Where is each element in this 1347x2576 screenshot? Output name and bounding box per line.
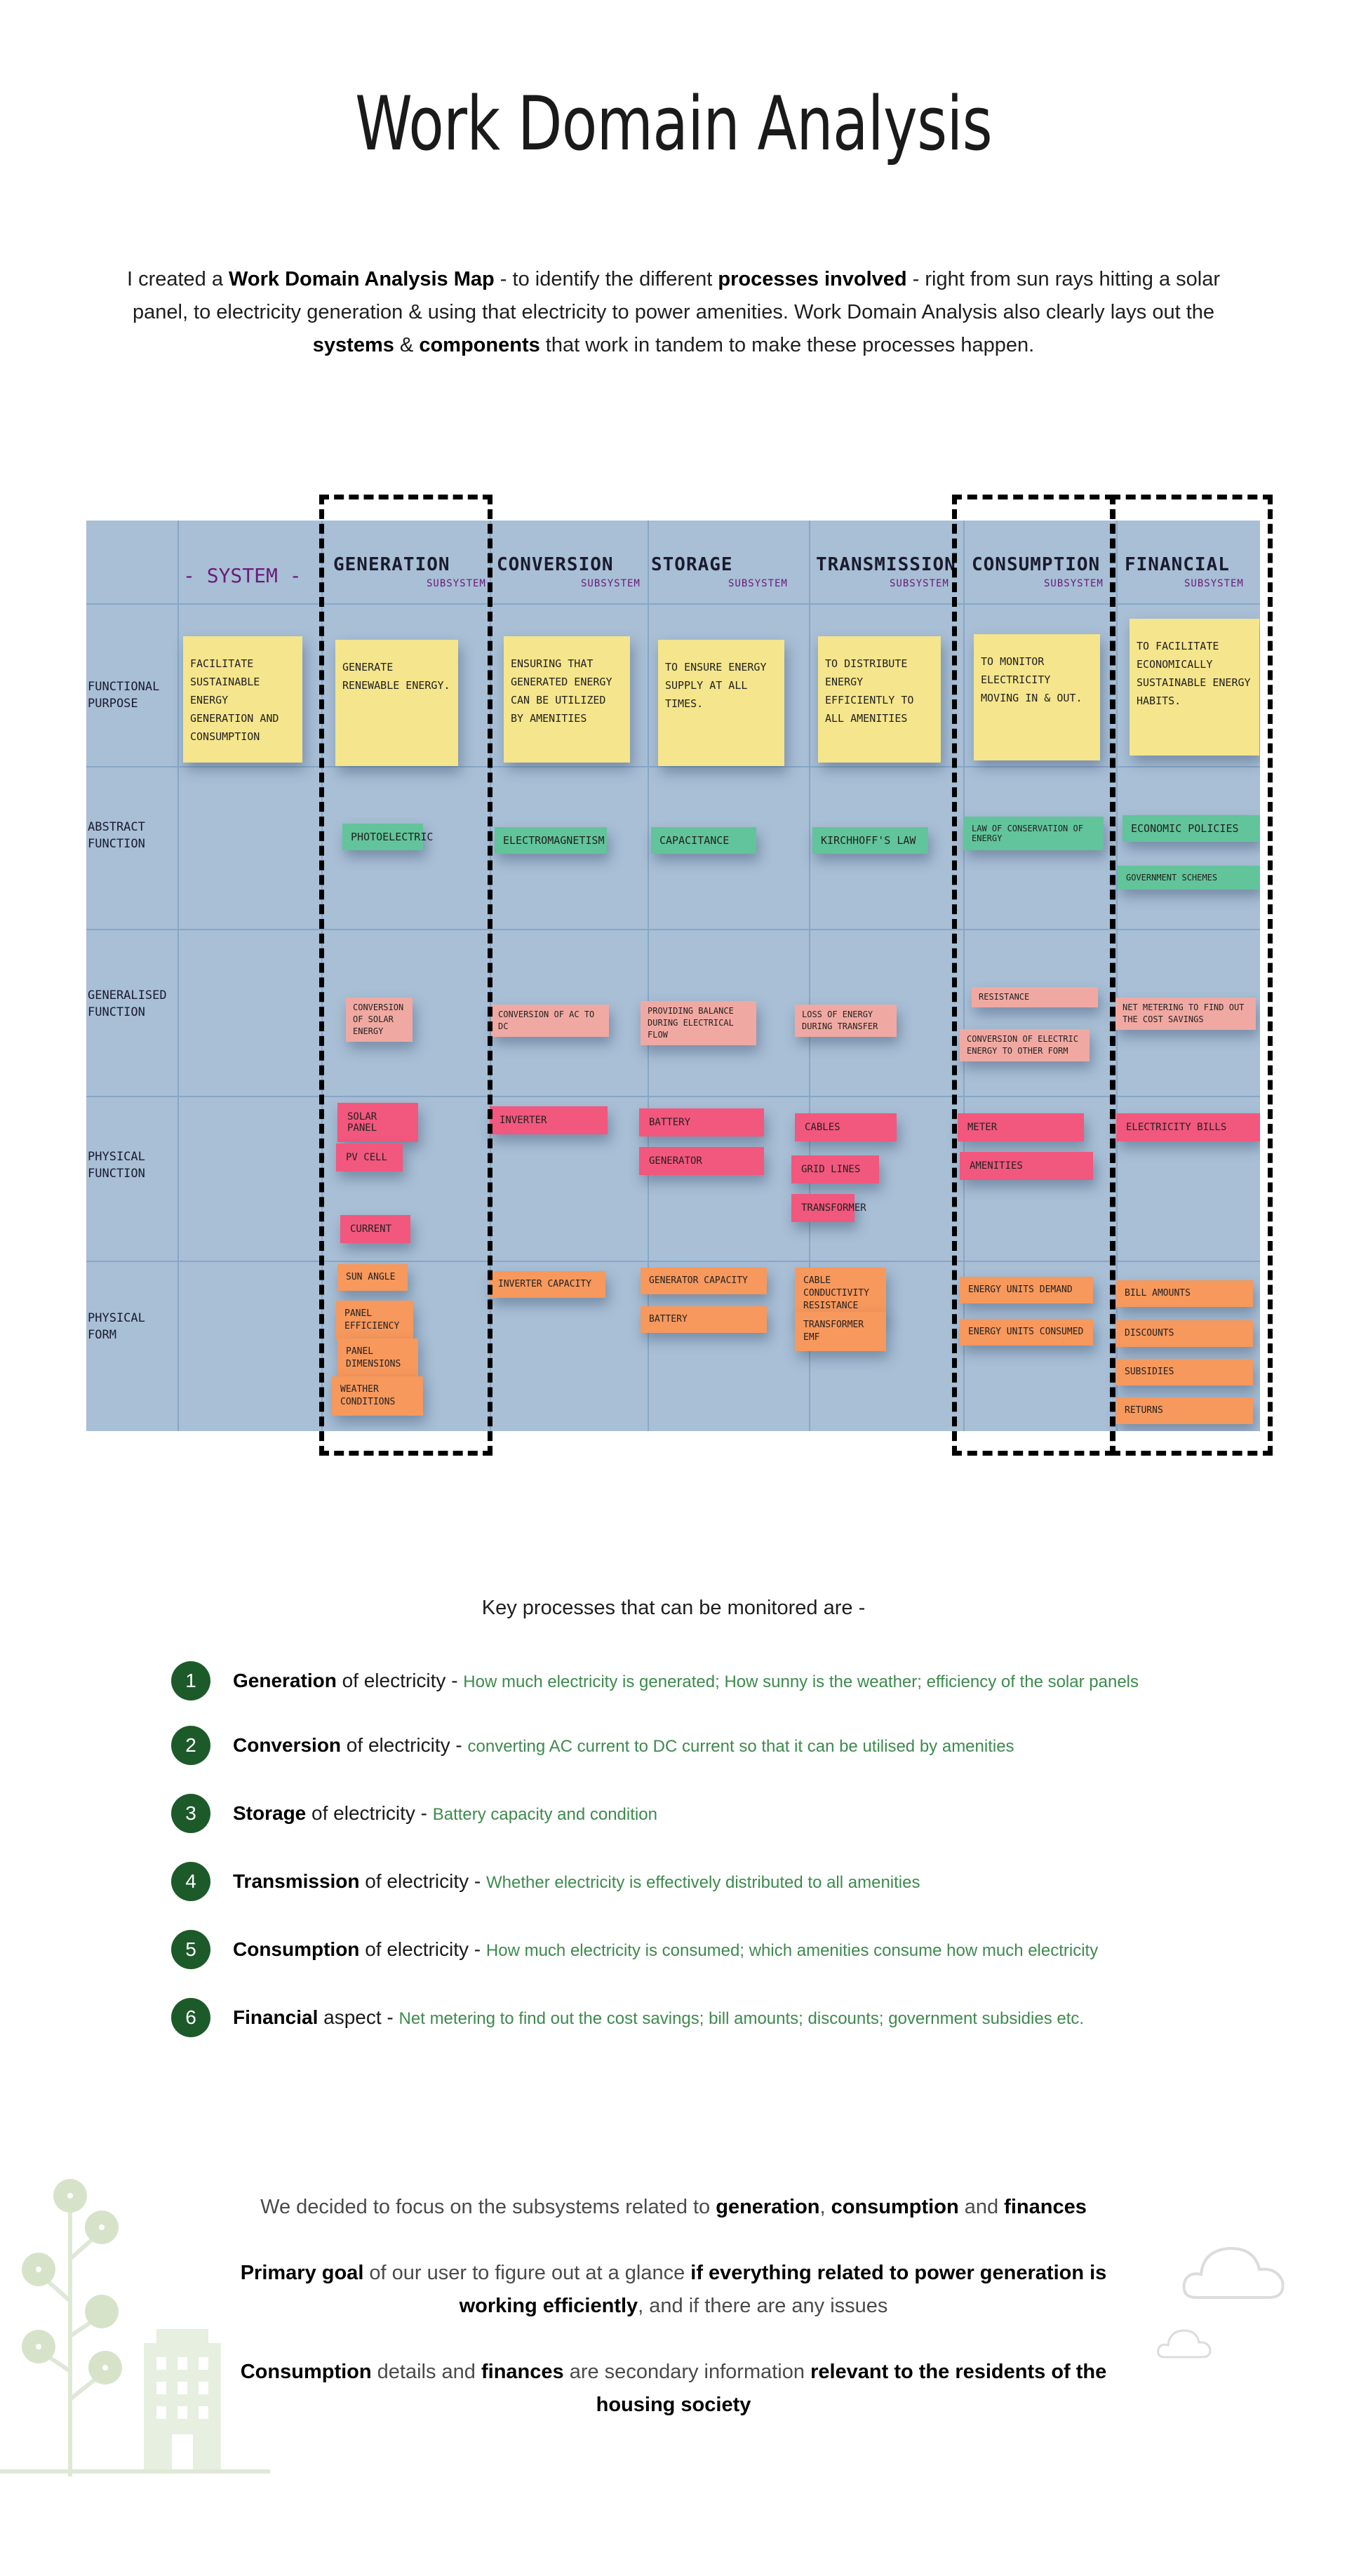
work-domain-map-photo: - SYSTEM - Generation Subsystem Conversi… — [86, 521, 1260, 1431]
column-head-financial: Financial — [1125, 554, 1230, 575]
number-badge: 5 — [171, 1930, 210, 1969]
note-weather: Weather Conditions — [332, 1376, 423, 1416]
row-label-generalised-function: Generalised Function — [88, 988, 167, 1019]
note-energy-loss: Loss of Energy During Transfer — [795, 1005, 897, 1037]
note-cable-conductivity: Cable Conductivity Resistance — [795, 1268, 886, 1320]
note-electromagnetism: Electromagnetism — [495, 827, 607, 854]
note-cables: Cables — [795, 1113, 897, 1141]
column-head-conversion: Conversion — [497, 554, 614, 575]
list-item: 2 Conversion of electricity - converting… — [171, 1724, 1014, 1766]
note-pv-cell: PV Cell — [336, 1143, 403, 1172]
column-sub: Subsystem — [728, 578, 788, 589]
note-grid-lines: Grid Lines — [791, 1155, 879, 1183]
note-inverter-capacity: Inverter Capacity — [490, 1271, 605, 1298]
focus-statement: We decided to focus on the subsystems re… — [260, 2196, 1087, 2218]
building-illustration-icon — [144, 2329, 221, 2469]
list-item: 3 Storage of electricity - Battery capac… — [171, 1792, 657, 1834]
list-item: 1 Generation of electricity - How much e… — [171, 1660, 1139, 1702]
note-kirchhoff: Kirchhoff's Law — [812, 827, 928, 854]
note-returns: Returns — [1116, 1397, 1253, 1424]
highlight-consumption — [952, 495, 1115, 1456]
row-label-abstract-function: Abstract Function — [88, 820, 145, 851]
number-badge: 6 — [171, 1998, 210, 2037]
column-sub: Subsystem — [1184, 578, 1244, 589]
column-head-generation: Generation — [333, 554, 450, 575]
note-discounts: Discounts — [1116, 1320, 1253, 1347]
note-sun-angle: Sun Angle — [337, 1264, 408, 1291]
highlight-financial — [1111, 495, 1273, 1456]
note-financial-purpose: To Facilitate Economically Sustainable E… — [1130, 619, 1259, 756]
note-capacitance: Capacitance — [651, 827, 756, 854]
number-badge: 2 — [171, 1726, 210, 1765]
note-meter: Meter — [958, 1113, 1084, 1141]
note-net-metering: Net Metering to Find Out the Cost Saving… — [1115, 998, 1256, 1030]
note-storage-purpose: To Ensure Energy Supply at all times. — [658, 640, 784, 766]
note-energy-demand: Energy Units Demand — [960, 1277, 1093, 1303]
system-label: - SYSTEM - — [183, 564, 302, 587]
note-transformer-emf: Transformer EMF — [795, 1312, 886, 1351]
key-processes-title: Key processes that can be monitored are … — [481, 1597, 866, 1619]
primary-goal-statement: Primary goal of our user to figure out a… — [240, 2262, 1107, 2317]
row-label-functional-purpose: Functional Purpose — [88, 680, 160, 711]
note-balance: Providing Balance During Electrical Flow — [641, 1001, 756, 1045]
number-badge: 4 — [171, 1862, 210, 1901]
row-label-physical-form: Physical Form — [88, 1311, 145, 1342]
cloud-icon — [1157, 2329, 1212, 2359]
list-item: 5 Consumption of electricity - How much … — [171, 1928, 1098, 1971]
note-consumption-purpose: To Monitor Electricity Moving In & Out. — [974, 634, 1100, 760]
note-battery: Battery — [639, 1108, 764, 1136]
note-electricity-bills: Electricity Bills — [1116, 1113, 1260, 1141]
note-battery-form: Battery — [641, 1306, 767, 1333]
note-economic-policies: Economic Policies — [1122, 815, 1260, 842]
column-head-storage: Storage — [651, 554, 733, 575]
column-head-transmission: Transmission — [816, 554, 956, 575]
note-generation-purpose: Generate Renewable Energy. — [335, 640, 458, 766]
note-government-schemes: Government Schemes — [1118, 866, 1260, 890]
column-sub: Subsystem — [1044, 578, 1104, 589]
note-photoelectric: Photoelectric — [342, 824, 433, 850]
note-solar-panel: Solar Panel — [337, 1103, 418, 1142]
note-transformer: Transformer — [791, 1194, 866, 1222]
tree-illustration-icon — [0, 2179, 270, 2476]
note-energy-conversion: Conversion of Electric Energy to Other F… — [960, 1029, 1090, 1061]
note-conservation: Law of Conservation of Energy — [963, 817, 1104, 850]
column-sub: Subsystem — [427, 578, 486, 589]
secondary-info-statement: Consumption details and finances are sec… — [240, 2361, 1107, 2416]
note-panel-dimensions: Panel Dimensions — [337, 1339, 418, 1378]
column-head-consumption: Consumption — [972, 554, 1101, 575]
note-panel-efficiency: Panel Efficiency — [336, 1301, 413, 1340]
note-generator-capacity: Generator Capacity — [641, 1268, 767, 1294]
page-title: Work Domain Analysis — [355, 81, 993, 167]
note-generator: Generator — [639, 1147, 764, 1175]
cloud-icon — [1182, 2246, 1285, 2299]
highlight-generation — [319, 495, 492, 1456]
note-bill-amounts: Bill Amounts — [1116, 1280, 1253, 1307]
note-solar-conversion: Conversion of Solar Energy — [346, 998, 413, 1042]
note-subsidies: Subsidies — [1116, 1359, 1253, 1386]
note-amenities: Amenities — [960, 1152, 1093, 1180]
row-label-physical-function: Physical Function — [88, 1150, 145, 1181]
note-current: Current — [340, 1215, 410, 1243]
intro-paragraph: I created a Work Domain Analysis Map - t… — [126, 268, 1221, 356]
note-system-purpose: Facilitate Sustainable Energy Generation… — [183, 636, 302, 763]
list-item: 6 Financial aspect - Net metering to fin… — [171, 1997, 1084, 2039]
note-resistance: Resistance — [972, 987, 1098, 1007]
column-sub: Subsystem — [890, 578, 949, 589]
note-conversion-purpose: Ensuring that Generated Energy can be ut… — [504, 636, 630, 763]
number-badge: 3 — [171, 1794, 210, 1833]
column-sub: Subsystem — [581, 578, 641, 589]
number-badge: 1 — [171, 1661, 210, 1700]
note-inverter: Inverter — [490, 1106, 608, 1134]
note-energy-consumed: Energy Units Consumed — [960, 1319, 1093, 1346]
list-item: 4 Transmission of electricity - Whether … — [171, 1860, 920, 1903]
note-ac-dc: Conversion of AC to DC — [491, 1005, 609, 1037]
note-transmission-purpose: To Distribute Energy Efficiently to all … — [818, 636, 941, 763]
